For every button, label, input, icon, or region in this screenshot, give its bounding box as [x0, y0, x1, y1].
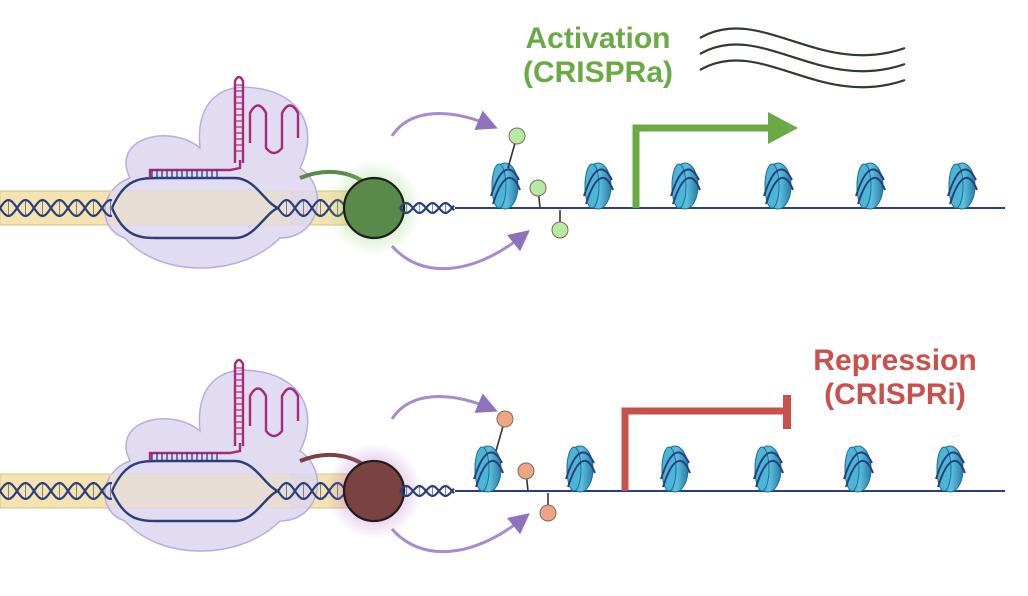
dna-wrap — [490, 168, 520, 197]
guide-rna-loop — [248, 387, 300, 438]
dna-wrap — [672, 177, 701, 205]
mrna-transcript — [699, 43, 906, 73]
mrna-transcript — [699, 27, 906, 57]
promoter-arrowhead — [768, 112, 798, 144]
activation-label: Activation (CRISPRa) — [478, 22, 718, 90]
mrna-transcripts — [699, 27, 906, 89]
activation-subtitle: (CRISPRa) — [522, 56, 673, 89]
guide-rna-loop — [248, 104, 300, 155]
dna-wrap — [585, 177, 614, 205]
dna-wrap — [935, 451, 965, 480]
nucleosome — [947, 162, 978, 210]
dna-wrap — [843, 451, 873, 480]
dna-wrap — [583, 168, 613, 197]
guide-rna-loop — [233, 75, 245, 163]
dna-wrap — [492, 177, 521, 205]
nucleosome — [935, 445, 966, 493]
nucleosome — [670, 162, 701, 210]
mrna-transcript — [699, 59, 906, 89]
blocked-promoter-arrow — [621, 407, 784, 491]
dna-wrap — [670, 168, 700, 197]
recruit-arrow — [390, 230, 530, 271]
dna-wrap — [765, 177, 794, 205]
activation-panel — [0, 27, 1005, 271]
dna-wrap — [660, 451, 690, 480]
dna-open-strand — [110, 459, 279, 493]
epigenetic-mark — [496, 410, 514, 428]
dna-wrap — [475, 460, 504, 488]
activation-title: Activation — [525, 22, 671, 55]
nucleosome — [490, 162, 521, 210]
nucleosome — [753, 445, 784, 493]
effector-domain — [342, 459, 406, 523]
dna-band — [110, 474, 290, 508]
epigenetic-mark — [508, 127, 526, 145]
dna-open-strand — [110, 489, 279, 523]
epigenetic-mark — [529, 179, 547, 197]
repression-subtitle: (CRISPRi) — [824, 378, 966, 411]
dna-wrap — [662, 460, 691, 488]
dna-wrap — [753, 451, 783, 480]
dna-open-strand — [110, 176, 279, 210]
guide-rna-loop — [233, 358, 245, 446]
nucleosome — [763, 162, 794, 210]
dna-wrap — [937, 460, 966, 488]
dna-wrap — [855, 168, 885, 197]
guide-rna — [148, 160, 242, 178]
dna-wrap — [567, 460, 596, 488]
nucleosome — [855, 162, 886, 210]
repression-panel — [0, 358, 1005, 554]
dna-wrap — [857, 177, 886, 205]
epigenetic-mark — [539, 504, 557, 522]
dna-wrap — [763, 168, 793, 197]
dna-band — [110, 191, 290, 225]
repression-title: Repression — [813, 344, 977, 377]
dna-open-strand — [110, 206, 279, 240]
promoter-arrow — [632, 124, 770, 208]
epigenetic-mark — [517, 462, 535, 480]
recruit-arrow — [390, 393, 498, 420]
dna-wrap — [565, 451, 595, 480]
nucleosome — [583, 162, 614, 210]
recruit-arrow — [390, 110, 498, 137]
nucleosome — [660, 445, 691, 493]
epigenetic-mark — [551, 221, 569, 239]
effector-domain — [342, 176, 406, 240]
nucleosome — [565, 445, 596, 493]
recruit-arrow — [390, 513, 530, 554]
repression-label: Repression (CRISPRi) — [770, 344, 1020, 412]
dna-wrap — [949, 177, 978, 205]
dna-wrap — [755, 460, 784, 488]
guide-rna — [148, 443, 242, 461]
dna-wrap — [947, 168, 977, 197]
nucleosome — [473, 445, 504, 493]
dna-wrap — [473, 451, 503, 480]
nucleosome — [843, 445, 874, 493]
dna-wrap — [845, 460, 874, 488]
